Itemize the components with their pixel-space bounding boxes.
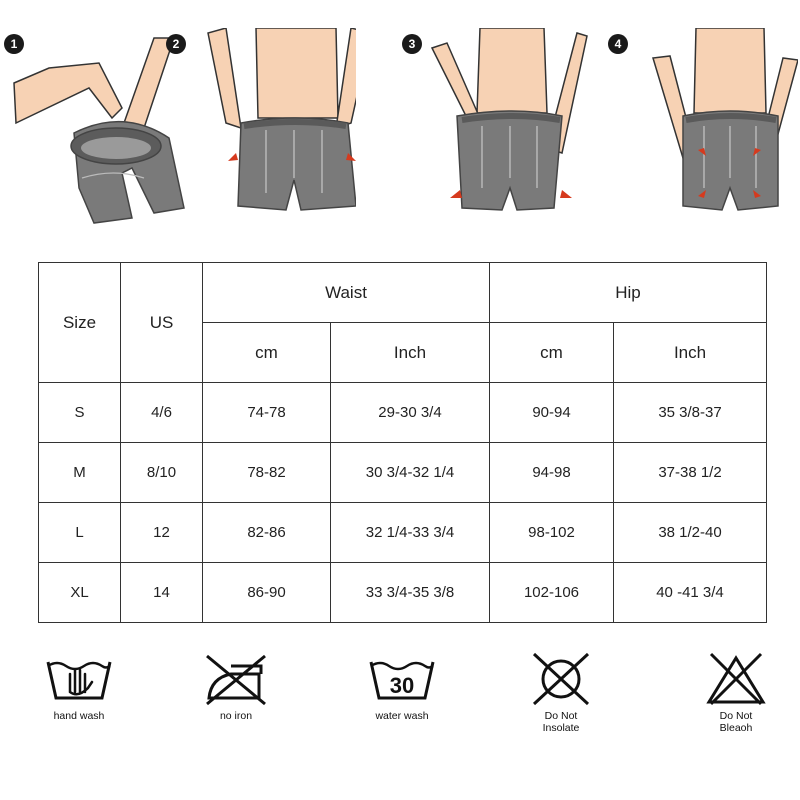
step-number-badge: 4 — [608, 34, 628, 54]
table-row: XL 14 86-90 33 3/4-35 3/8 102-106 40 -41… — [38, 562, 768, 623]
cell-waist-inch: 32 1/4-33 3/4 — [330, 502, 490, 563]
header-hip-cm: cm — [489, 322, 614, 383]
cell-us: 14 — [120, 562, 203, 623]
cell-size: L — [38, 502, 121, 563]
wash-temperature: 30 — [390, 673, 414, 698]
cell-hip-inch: 35 3/8-37 — [612, 382, 768, 443]
cell-hip-inch: 40 -41 3/4 — [612, 562, 768, 623]
header-hip-inch: Inch — [612, 322, 768, 383]
cell-size: M — [38, 442, 121, 503]
step-4: 4 — [608, 28, 798, 233]
no-iron-icon — [206, 654, 266, 706]
step-3-illustration — [430, 28, 588, 211]
cell-hip-inch: 37-38 1/2 — [612, 442, 768, 503]
cell-hip-cm: 102-106 — [489, 562, 614, 623]
wearing-steps: 1 2 3 — [0, 28, 800, 233]
care-water-wash: 30 water wash — [337, 652, 467, 762]
size-chart-table: Size US Waist Hip cm Inch cm Inch S 4/6 … — [38, 262, 768, 623]
cell-waist-cm: 82-86 — [202, 502, 331, 563]
cell-waist-cm: 86-90 — [202, 562, 331, 623]
table-row: M 8/10 78-82 30 3/4-32 1/4 94-98 37-38 1… — [38, 442, 768, 503]
cell-waist-cm: 78-82 — [202, 442, 331, 503]
care-label-line-2: Bleaoh — [719, 722, 753, 734]
cell-size: XL — [38, 562, 121, 623]
care-label-line-1: Do Not — [544, 710, 578, 722]
header-waist-inch: Inch — [330, 322, 490, 383]
cell-hip-cm: 90-94 — [489, 382, 614, 443]
care-label: water wash — [375, 710, 429, 722]
cell-us: 4/6 — [120, 382, 203, 443]
hand-wash-icon — [46, 661, 112, 700]
care-label: no iron — [219, 710, 253, 722]
cell-waist-inch: 29-30 3/4 — [330, 382, 490, 443]
step-4-illustration — [652, 28, 798, 211]
header-waist: Waist — [202, 262, 490, 323]
care-no-iron: no iron — [171, 652, 301, 762]
care-do-not-bleach: Do Not Bleaoh — [671, 652, 800, 762]
care-do-not-insolate: Do Not Insolate — [496, 652, 626, 762]
water-wash-icon: 30 — [369, 661, 435, 700]
cell-size: S — [38, 382, 121, 443]
cell-hip-cm: 94-98 — [489, 442, 614, 503]
cell-hip-cm: 98-102 — [489, 502, 614, 563]
step-number-badge: 3 — [402, 34, 422, 54]
step-3: 3 — [402, 28, 592, 233]
table-row: L 12 82-86 32 1/4-33 3/4 98-102 38 1/2-4… — [38, 502, 768, 563]
care-label: hand wash — [53, 710, 105, 722]
header-waist-cm: cm — [202, 322, 331, 383]
step-2: 2 — [166, 28, 356, 233]
step-number-badge: 1 — [4, 34, 24, 54]
cell-waist-inch: 30 3/4-32 1/4 — [330, 442, 490, 503]
care-label-line-1: Do Not — [719, 710, 753, 722]
cell-us: 8/10 — [120, 442, 203, 503]
do-not-bleach-icon — [706, 652, 766, 706]
care-label-line-2: Insolate — [542, 722, 580, 734]
do-not-insolate-icon — [532, 652, 590, 706]
header-hip: Hip — [488, 262, 768, 323]
cell-waist-inch: 33 3/4-35 3/8 — [330, 562, 490, 623]
cell-waist-cm: 74-78 — [202, 382, 331, 443]
step-1: 1 — [4, 28, 194, 233]
table-row: S 4/6 74-78 29-30 3/4 90-94 35 3/8-37 — [38, 382, 768, 443]
cell-us: 12 — [120, 502, 203, 563]
header-size: Size — [38, 262, 121, 383]
step-1-illustration — [13, 37, 185, 224]
cell-hip-inch: 38 1/2-40 — [612, 502, 768, 563]
care-hand-wash: hand wash — [14, 652, 144, 762]
step-number-badge: 2 — [166, 34, 186, 54]
step-2-illustration — [207, 28, 356, 211]
header-us: US — [120, 262, 203, 383]
